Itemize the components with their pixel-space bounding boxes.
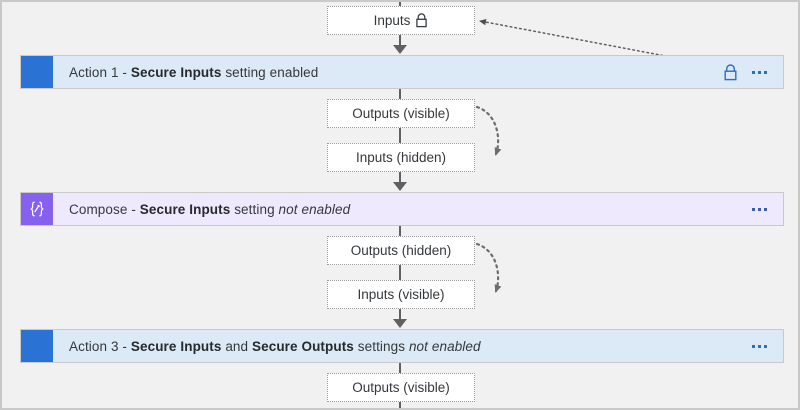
node-label: Inputs (hidden) — [355, 150, 447, 165]
connector-outputs1-to-inputs1 — [399, 128, 401, 143]
label-part-bold: Secure Inputs — [130, 338, 222, 354]
connector-inputs-to-action1 — [399, 35, 401, 47]
label-part: and — [221, 338, 252, 354]
ellipsis-dot — [752, 344, 755, 348]
label-part-italic: not enabled — [408, 338, 481, 354]
ellipsis-dot — [758, 207, 761, 211]
action-row-action-1[interactable]: Action 1 - Secure Inputs setting enabled — [20, 55, 784, 89]
label-part: Compose - — [69, 201, 140, 217]
node-label: Inputs — [373, 13, 411, 28]
ellipsis-dot — [758, 344, 761, 348]
dotted-connector-outputs1-to-inputs1 — [475, 105, 502, 156]
ellipsis-dot — [764, 344, 767, 348]
connector-compose-to-outputs2 — [399, 226, 401, 236]
ellipsis-dot — [764, 70, 767, 74]
node-inputs-visible-2[interactable]: Inputs (visible) — [327, 280, 475, 309]
label-part-italic: not enabled — [278, 201, 351, 217]
ellipsis-menu-icon[interactable] — [752, 70, 767, 74]
arrow-head-inputs-to-action1 — [393, 45, 407, 54]
connector-outputs3-to-bottom-edge — [399, 402, 401, 408]
label-part: settings — [353, 338, 409, 354]
action-square-icon — [21, 56, 53, 88]
node-inputs-secured[interactable]: Inputs — [327, 6, 475, 35]
arrow-head-inputs1-to-compose — [393, 182, 407, 191]
node-outputs-hidden-2[interactable]: Outputs (hidden) — [327, 236, 475, 265]
node-label: Outputs (visible) — [352, 380, 450, 395]
label-part-bold: Secure Outputs — [252, 338, 354, 354]
arrow-head-inputs2-to-action3 — [393, 319, 407, 328]
action-square-icon — [21, 330, 53, 362]
label-part: Action 3 - — [69, 338, 131, 354]
node-outputs-visible-3[interactable]: Outputs (visible) — [327, 373, 475, 402]
connector-outputs2-to-inputs2 — [399, 265, 401, 280]
label-part-bold: Secure Inputs — [130, 64, 222, 80]
dotted-connector-outputs2-to-inputs2 — [475, 242, 502, 293]
node-inputs-hidden-1[interactable]: Inputs (hidden) — [327, 143, 475, 172]
action-row-compose[interactable]: Compose - Secure Inputs setting not enab… — [20, 192, 784, 226]
connector-inputs1-to-compose — [399, 172, 401, 184]
compose-braces-icon — [21, 193, 53, 225]
action-row-label: Action 3 - Secure Inputs and Secure Outp… — [53, 339, 752, 354]
node-outputs-visible-1[interactable]: Outputs (visible) — [327, 99, 475, 128]
action-row-label: Compose - Secure Inputs setting not enab… — [53, 202, 752, 217]
ellipsis-dot — [758, 70, 761, 74]
action-row-action-3[interactable]: Action 3 - Secure Inputs and Secure Outp… — [20, 329, 784, 363]
label-part: setting — [230, 201, 279, 217]
lock-icon — [416, 13, 428, 28]
connector-inputs2-to-action3 — [399, 309, 401, 321]
ellipsis-menu-icon[interactable] — [752, 344, 767, 348]
connector-action1-to-outputs1 — [399, 89, 401, 99]
node-label: Outputs (hidden) — [350, 243, 452, 258]
connector-action3-to-outputs3 — [399, 363, 401, 373]
action-row-label: Action 1 - Secure Inputs setting enabled — [53, 65, 723, 80]
connector-top-edge-to-inputs — [399, 2, 401, 8]
label-part-bold: Secure Inputs — [139, 201, 231, 217]
node-label: Outputs (visible) — [352, 106, 450, 121]
node-label: Inputs (visible) — [357, 287, 445, 302]
secure-inputs-lock-icon[interactable] — [723, 63, 738, 81]
ellipsis-menu-icon[interactable] — [752, 207, 767, 211]
label-part: setting enabled — [221, 64, 319, 80]
label-part: Action 1 - — [69, 64, 131, 80]
ellipsis-dot — [752, 70, 755, 74]
ellipsis-dot — [752, 207, 755, 211]
ellipsis-dot — [764, 207, 767, 211]
